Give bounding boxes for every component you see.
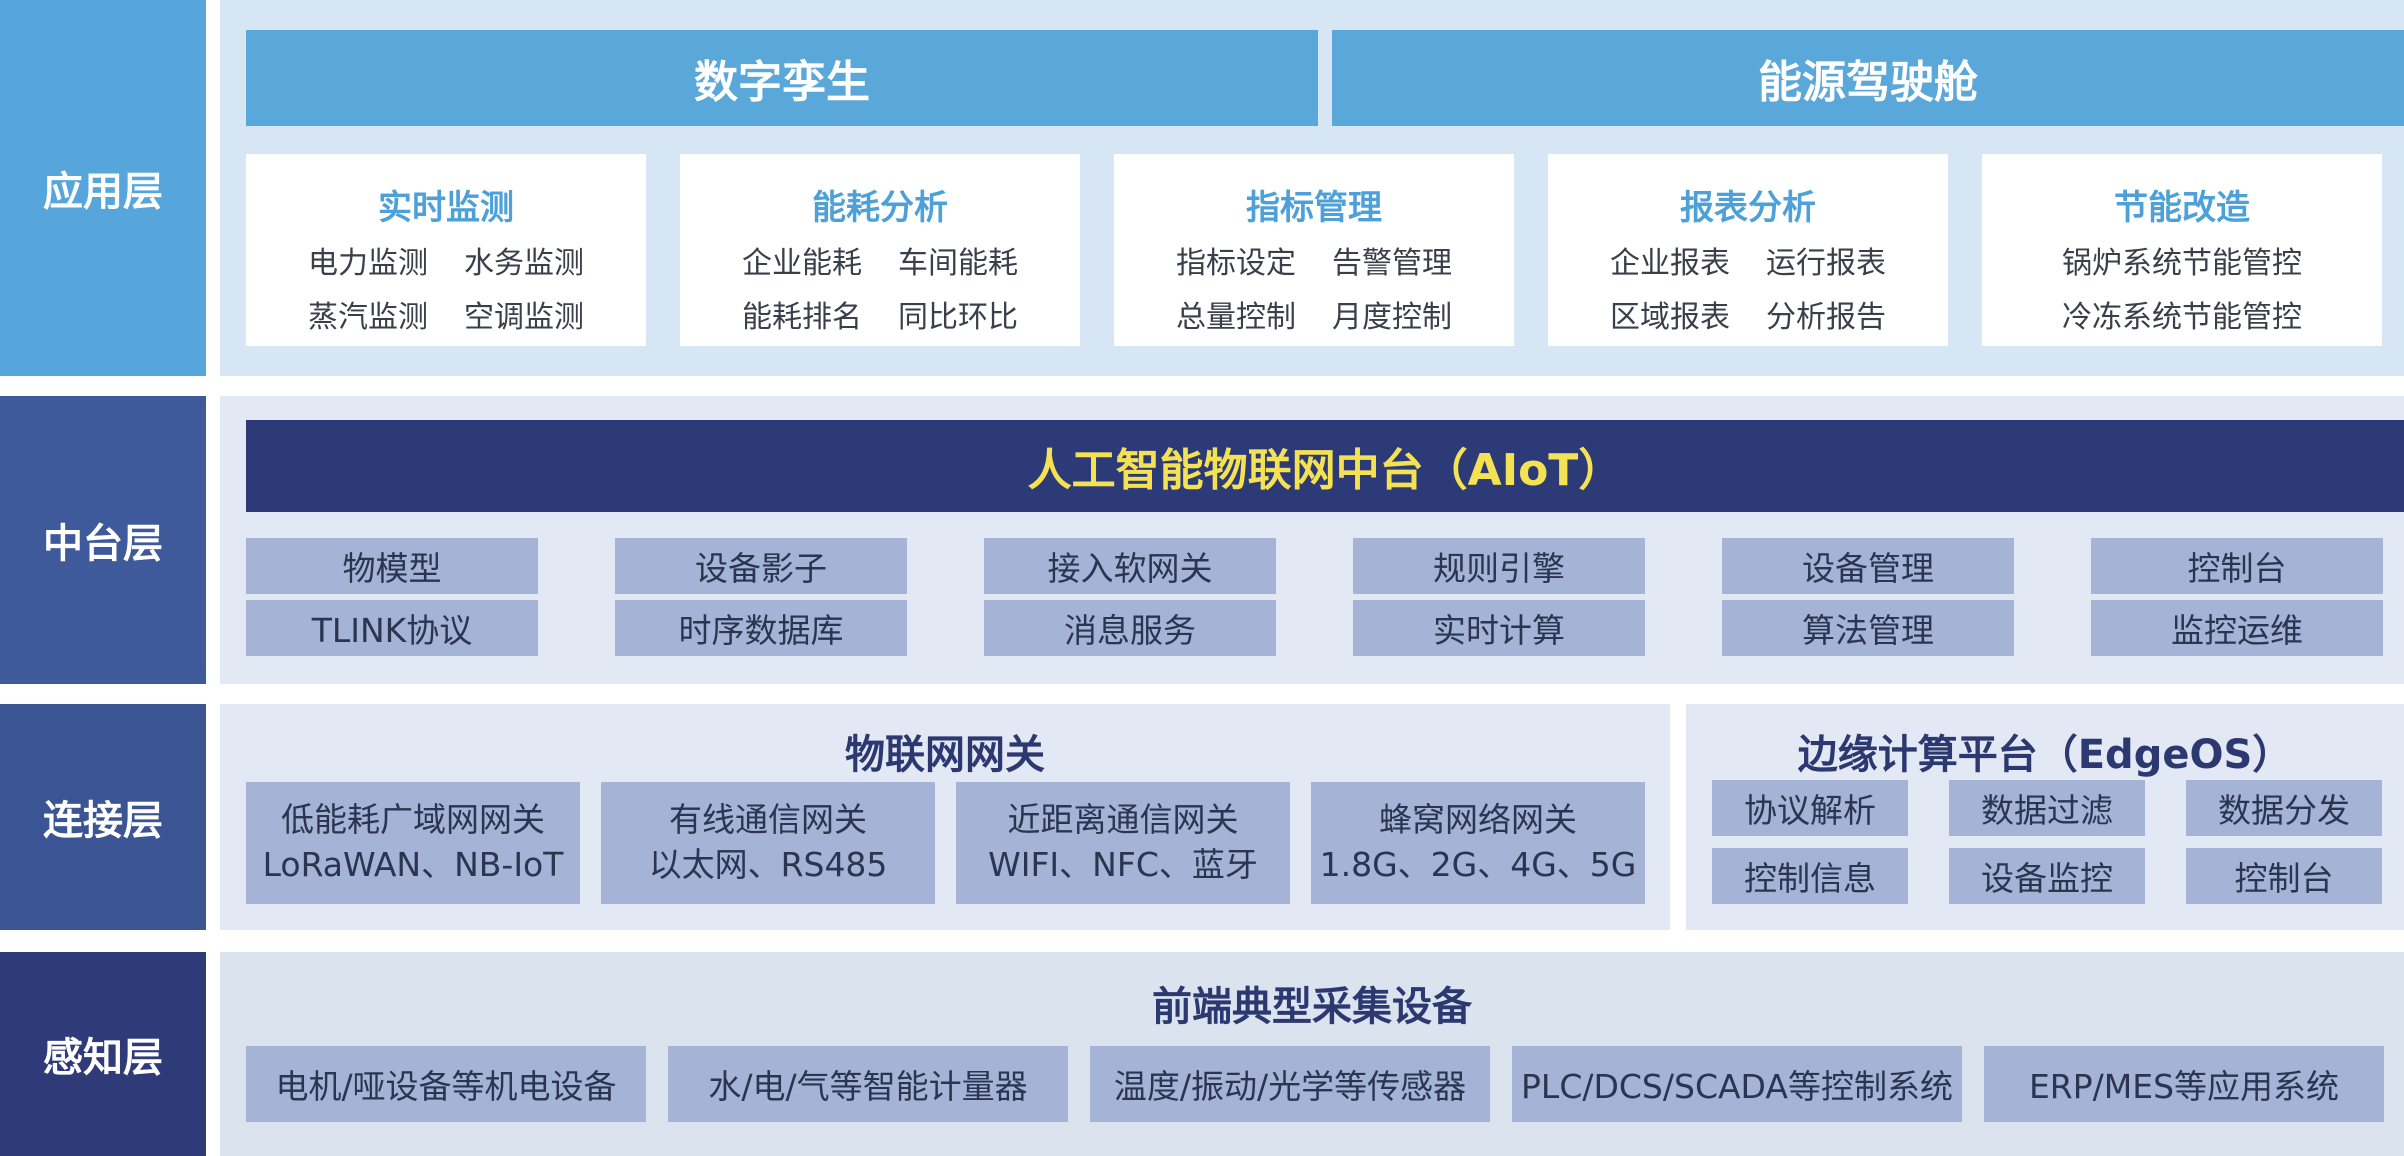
gateway-name: 低能耗广域网网关 bbox=[281, 800, 545, 840]
mid-module: 算法管理 bbox=[1722, 600, 2014, 656]
app-card-report-analysis: 报表分析 企业报表 运行报表 区域报表 分析报告 bbox=[1548, 154, 1948, 346]
mid-module: 物模型 bbox=[246, 538, 538, 594]
card-item: 锅炉系统节能管控 bbox=[2062, 246, 2302, 281]
mid-module: 设备管理 bbox=[1722, 538, 2014, 594]
front-end-devices-title: 前端典型采集设备 bbox=[1152, 984, 1472, 1030]
edge-computing-panel: 边缘计算平台（EdgeOS） 协议解析 数据过滤 数据分发 控制信息 设备监控 … bbox=[1686, 704, 2404, 930]
app-card-realtime-monitoring: 实时监测 电力监测 水务监测 蒸汽监测 空调监测 bbox=[246, 154, 646, 346]
app-layer-panel: 数字孪生 能源驾驶舱 实时监测 电力监测 水务监测 蒸汽监测 空调监测 能耗分析… bbox=[220, 0, 2404, 376]
gateway-name: 蜂窝网络网关 bbox=[1379, 800, 1577, 840]
card-title: 能耗分析 bbox=[812, 188, 948, 228]
card-item: 蒸汽监测 bbox=[308, 300, 428, 335]
mid-module: TLINK协议 bbox=[246, 600, 538, 656]
card-item: 车间能耗 bbox=[898, 246, 1018, 281]
digital-twin-header: 数字孪生 bbox=[246, 30, 1318, 126]
gateway-card-wired: 有线通信网关 以太网、RS485 bbox=[601, 782, 935, 904]
device-category: 温度/振动/光学等传感器 bbox=[1090, 1046, 1490, 1122]
gateway-name: 有线通信网关 bbox=[669, 800, 867, 840]
card-item: 企业能耗 bbox=[742, 246, 862, 281]
card-item: 运行报表 bbox=[1766, 246, 1886, 281]
card-item: 电力监测 bbox=[308, 246, 428, 281]
device-category: 水/电/气等智能计量器 bbox=[668, 1046, 1068, 1122]
card-item: 分析报告 bbox=[1766, 300, 1886, 335]
gateway-card-cellular: 蜂窝网络网关 1.8G、2G、4G、5G bbox=[1311, 782, 1645, 904]
edge-module: 数据分发 bbox=[2186, 780, 2382, 836]
mid-module: 规则引擎 bbox=[1353, 538, 1645, 594]
mid-layer-panel: 人工智能物联网中台（AIoT） 物模型 设备影子 接入软网关 规则引擎 设备管理… bbox=[220, 396, 2404, 684]
card-item: 告警管理 bbox=[1332, 246, 1452, 281]
mid-module: 时序数据库 bbox=[615, 600, 907, 656]
app-card-indicator-management: 指标管理 指标设定 告警管理 总量控制 月度控制 bbox=[1114, 154, 1514, 346]
card-title: 实时监测 bbox=[378, 188, 514, 228]
device-category: 电机/哑设备等机电设备 bbox=[246, 1046, 646, 1122]
aiot-banner: 人工智能物联网中台（AIoT） bbox=[246, 420, 2404, 512]
card-item: 水务监测 bbox=[464, 246, 584, 281]
mid-module: 消息服务 bbox=[984, 600, 1276, 656]
card-item: 空调监测 bbox=[464, 300, 584, 335]
gateway-card-short-range: 近距离通信网关 WIFI、NFC、蓝牙 bbox=[956, 782, 1290, 904]
gateway-protocols: LoRaWAN、NB-IoT bbox=[262, 845, 564, 884]
sense-layer-panel: 前端典型采集设备 电机/哑设备等机电设备 水/电/气等智能计量器 温度/振动/光… bbox=[220, 952, 2404, 1156]
gateway-protocols: 以太网、RS485 bbox=[648, 845, 888, 884]
card-item: 企业报表 bbox=[1610, 246, 1730, 281]
card-title: 指标管理 bbox=[1246, 188, 1382, 228]
edge-module: 控制台 bbox=[2186, 848, 2382, 904]
edge-module: 控制信息 bbox=[1712, 848, 1908, 904]
card-item: 能耗排名 bbox=[742, 300, 862, 335]
mid-module: 实时计算 bbox=[1353, 600, 1645, 656]
iot-gateway-title: 物联网网关 bbox=[845, 732, 1045, 778]
energy-cockpit-header: 能源驾驶舱 bbox=[1332, 30, 2404, 126]
gateway-protocols: WIFI、NFC、蓝牙 bbox=[988, 845, 1258, 884]
card-item: 冷冻系统节能管控 bbox=[2062, 300, 2302, 335]
app-card-energy-saving: 节能改造 锅炉系统节能管控 冷冻系统节能管控 bbox=[1982, 154, 2382, 346]
device-category: PLC/DCS/SCADA等控制系统 bbox=[1512, 1046, 1962, 1122]
layer-label-sense: 感知层 bbox=[0, 952, 206, 1156]
mid-module: 控制台 bbox=[2091, 538, 2383, 594]
card-item: 区域报表 bbox=[1610, 300, 1730, 335]
card-item: 指标设定 bbox=[1176, 246, 1296, 281]
card-item: 月度控制 bbox=[1332, 300, 1452, 335]
layer-label-conn: 连接层 bbox=[0, 704, 206, 930]
edge-module: 协议解析 bbox=[1712, 780, 1908, 836]
gateway-protocols: 1.8G、2G、4G、5G bbox=[1319, 845, 1637, 884]
layer-label-app: 应用层 bbox=[0, 0, 206, 376]
card-item: 总量控制 bbox=[1176, 300, 1296, 335]
card-item: 同比环比 bbox=[898, 300, 1018, 335]
device-category: ERP/MES等应用系统 bbox=[1984, 1046, 2384, 1122]
mid-module: 监控运维 bbox=[2091, 600, 2383, 656]
gateway-card-lpwan: 低能耗广域网网关 LoRaWAN、NB-IoT bbox=[246, 782, 580, 904]
app-card-energy-analysis: 能耗分析 企业能耗 车间能耗 能耗排名 同比环比 bbox=[680, 154, 1080, 346]
edge-computing-title: 边缘计算平台（EdgeOS） bbox=[1797, 732, 2293, 778]
card-title: 报表分析 bbox=[1680, 188, 1816, 228]
mid-module: 设备影子 bbox=[615, 538, 907, 594]
gateway-name: 近距离通信网关 bbox=[1007, 800, 1239, 840]
mid-module: 接入软网关 bbox=[984, 538, 1276, 594]
edge-module: 数据过滤 bbox=[1949, 780, 2145, 836]
card-title: 节能改造 bbox=[2114, 188, 2250, 228]
edge-module: 设备监控 bbox=[1949, 848, 2145, 904]
iot-gateway-panel: 物联网网关 低能耗广域网网关 LoRaWAN、NB-IoT 有线通信网关 以太网… bbox=[220, 704, 1670, 930]
layer-label-mid: 中台层 bbox=[0, 396, 206, 684]
